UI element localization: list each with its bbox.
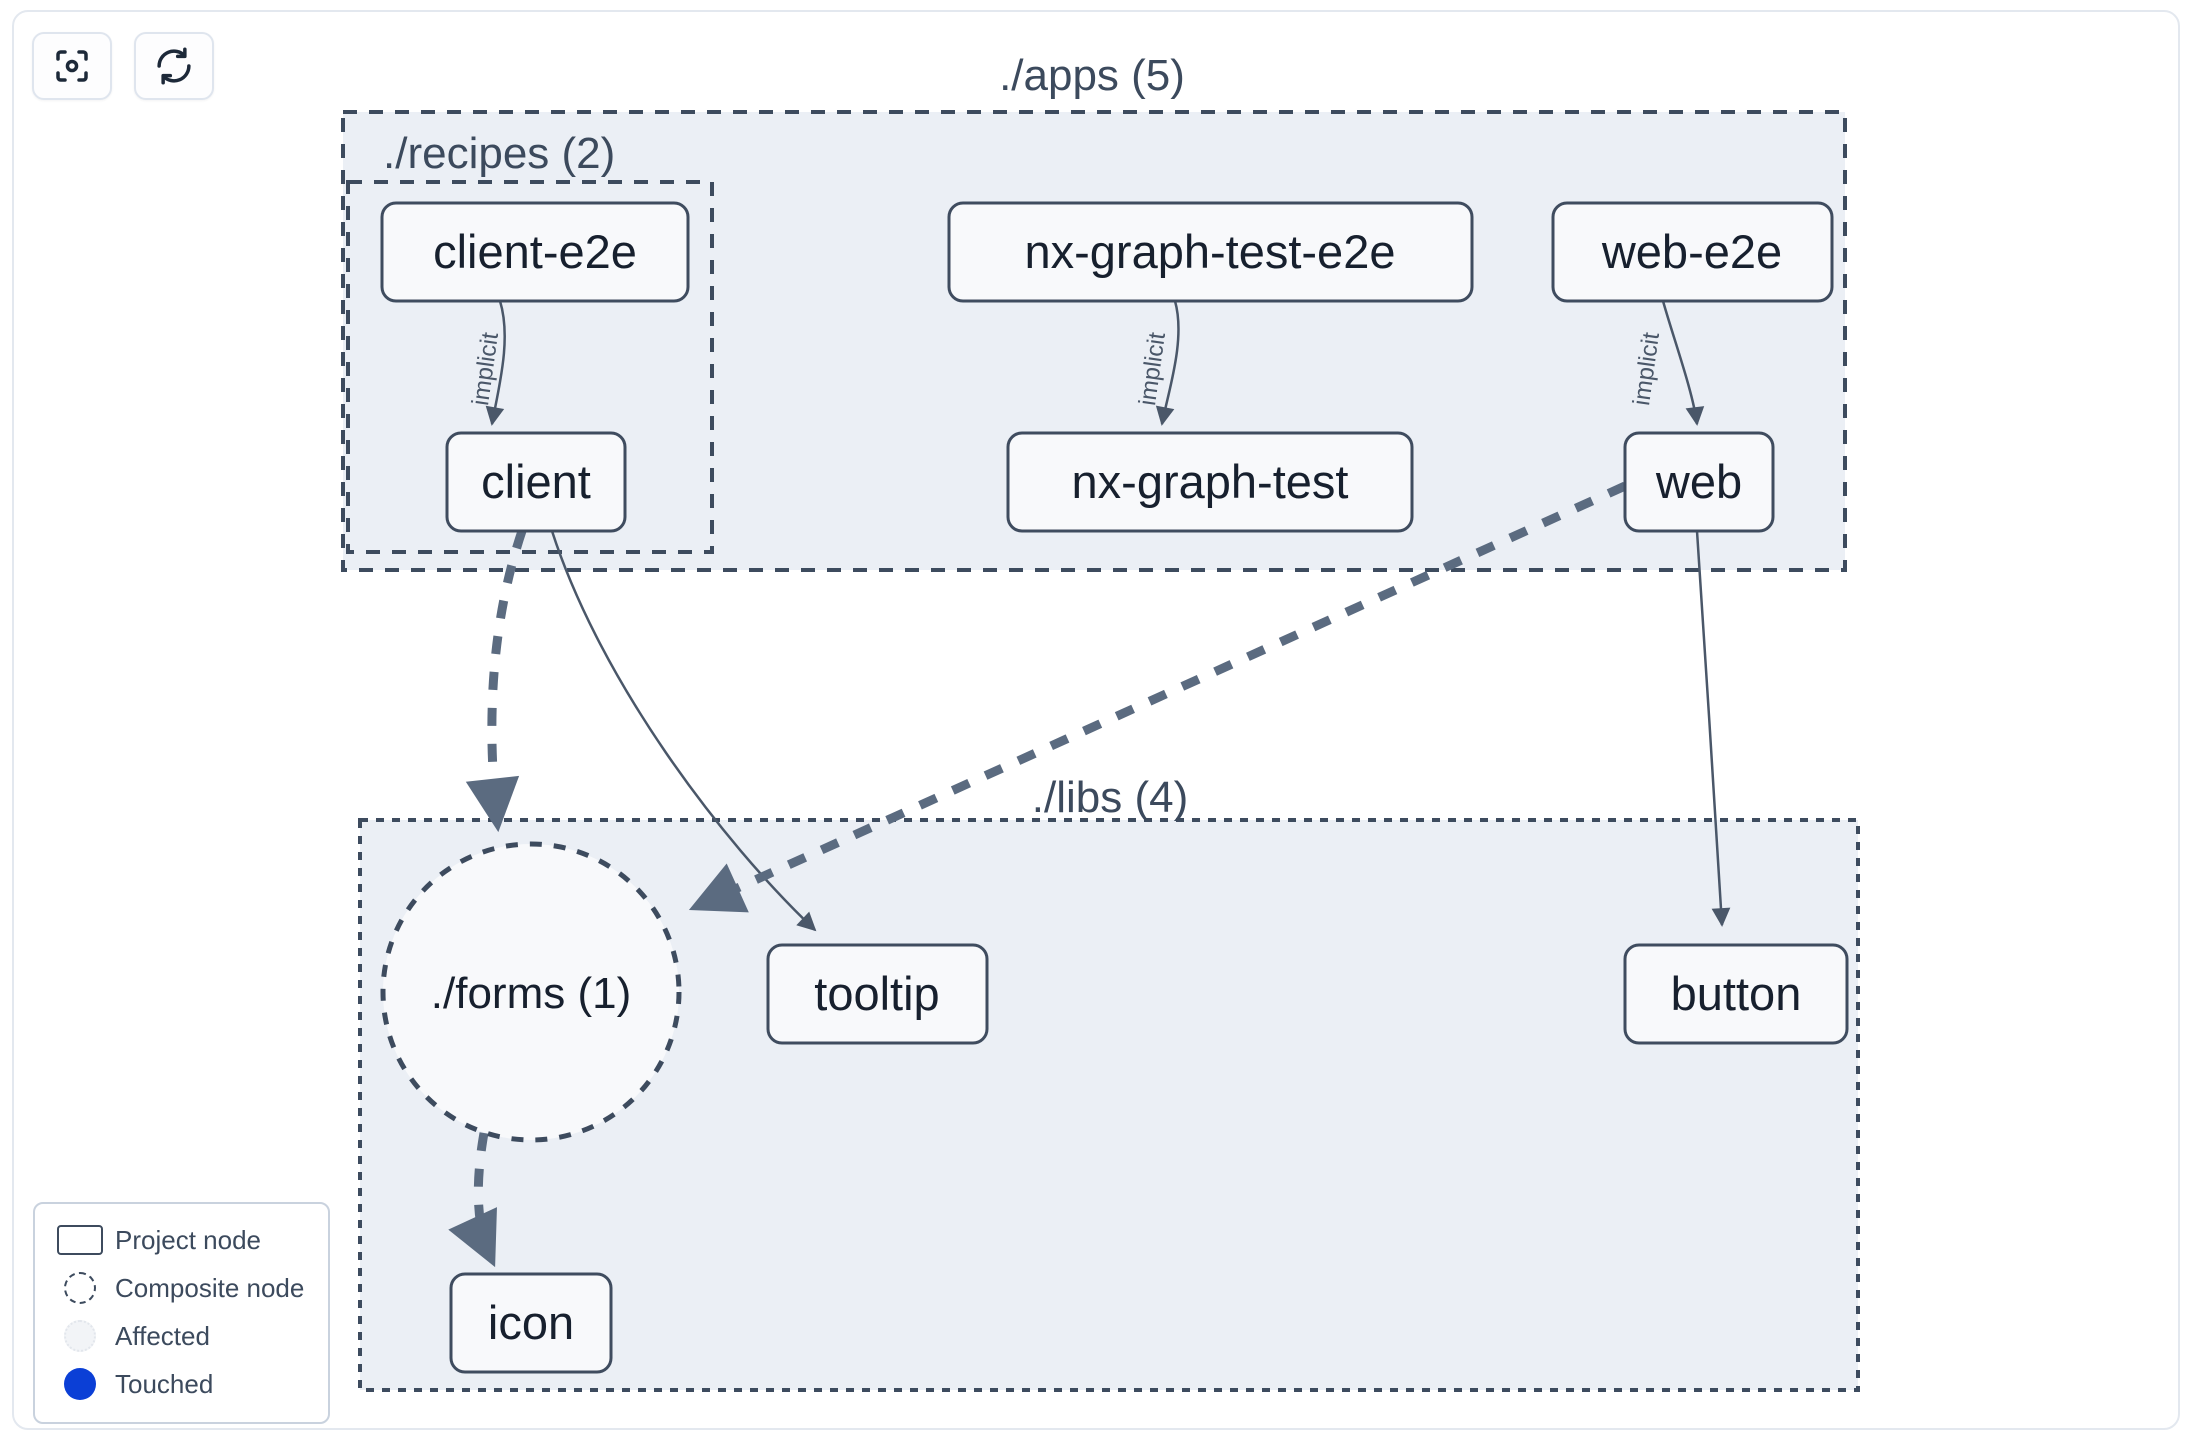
node-nx-graph-test-box <box>1006 431 1414 533</box>
node-forms-composite[interactable]: ./forms (1) <box>380 841 682 1143</box>
legend-label-affected: Affected <box>115 1320 210 1351</box>
node-tooltip[interactable]: tooltip <box>766 943 989 1045</box>
affected-swatch <box>51 1320 109 1352</box>
edge-web-to-forms <box>688 481 1627 913</box>
node-web-e2e-box <box>1551 201 1834 303</box>
node-forms-label: ./forms (1) <box>431 969 631 1018</box>
node-web-label: web <box>1655 455 1742 508</box>
refresh-icon <box>153 45 195 87</box>
edge-nxe2e-to-nx <box>1155 300 1180 426</box>
legend-label-composite-node: Composite node <box>115 1272 305 1303</box>
node-web-e2e-label: web-e2e <box>1601 225 1782 278</box>
graph-toolbar <box>32 32 214 100</box>
focus-graph-button[interactable] <box>32 32 112 100</box>
node-client-label: client <box>481 455 591 508</box>
touched-swatch <box>51 1368 109 1400</box>
node-nx-graph-test[interactable]: nx-graph-test <box>1006 431 1414 533</box>
legend-item-touched: Touched <box>51 1360 312 1408</box>
node-client-e2e-label: client-e2e <box>433 225 637 278</box>
edge-client-to-tooltip <box>550 530 817 932</box>
group-apps-label: ./apps (5) <box>999 51 1185 100</box>
legend-item-project-node: Project node <box>51 1216 312 1264</box>
focus-scan-icon <box>51 45 93 87</box>
node-client[interactable]: client <box>445 431 627 533</box>
node-nx-graph-test-e2e-box <box>947 201 1474 303</box>
node-button[interactable]: button <box>1623 943 1849 1045</box>
graph-legend: Project node Composite node Affected Tou… <box>33 1202 330 1424</box>
legend-item-affected: Affected <box>51 1312 312 1360</box>
node-client-e2e-box <box>380 201 690 303</box>
composite-node-swatch <box>51 1272 109 1304</box>
legend-label-project-node: Project node <box>115 1224 261 1255</box>
legend-label-touched: Touched <box>115 1368 214 1399</box>
node-web-box <box>1623 431 1775 533</box>
node-web-e2e[interactable]: web-e2e <box>1551 201 1834 303</box>
node-client-box <box>445 431 627 533</box>
graph-nodes: client-e2e nx-graph-test-e2e web-e2e cli… <box>380 201 1849 1374</box>
node-icon-label: icon <box>488 1296 574 1349</box>
node-client-e2e[interactable]: client-e2e <box>380 201 690 303</box>
node-button-label: button <box>1671 967 1802 1020</box>
node-tooltip-box <box>766 943 989 1045</box>
edge-forms-to-icon <box>448 1132 498 1268</box>
node-nx-graph-test-e2e-label: nx-graph-test-e2e <box>1025 225 1396 278</box>
node-icon[interactable]: icon <box>449 1272 613 1374</box>
refresh-graph-button[interactable] <box>134 32 214 100</box>
legend-item-composite-node: Composite node <box>51 1264 312 1312</box>
node-forms-circle <box>380 841 682 1143</box>
edge-client-to-forms <box>465 529 527 833</box>
node-tooltip-label: tooltip <box>814 967 939 1020</box>
node-nx-graph-test-e2e[interactable]: nx-graph-test-e2e <box>947 201 1474 303</box>
graph-edges: implicit implicit implicit <box>448 300 1731 1268</box>
node-button-box <box>1623 943 1849 1045</box>
edge-web-to-button <box>1695 530 1731 927</box>
group-recipes-label: ./recipes (2) <box>383 129 615 178</box>
group-libs-label: ./libs (4) <box>1032 773 1188 822</box>
node-nx-graph-test-label: nx-graph-test <box>1072 455 1349 508</box>
edge-client-e2e-to-client <box>485 300 506 426</box>
node-icon-box <box>449 1272 613 1374</box>
node-web[interactable]: web <box>1623 431 1775 533</box>
project-node-swatch <box>51 1225 109 1255</box>
edge-web-e2e-to-web <box>1661 300 1705 426</box>
